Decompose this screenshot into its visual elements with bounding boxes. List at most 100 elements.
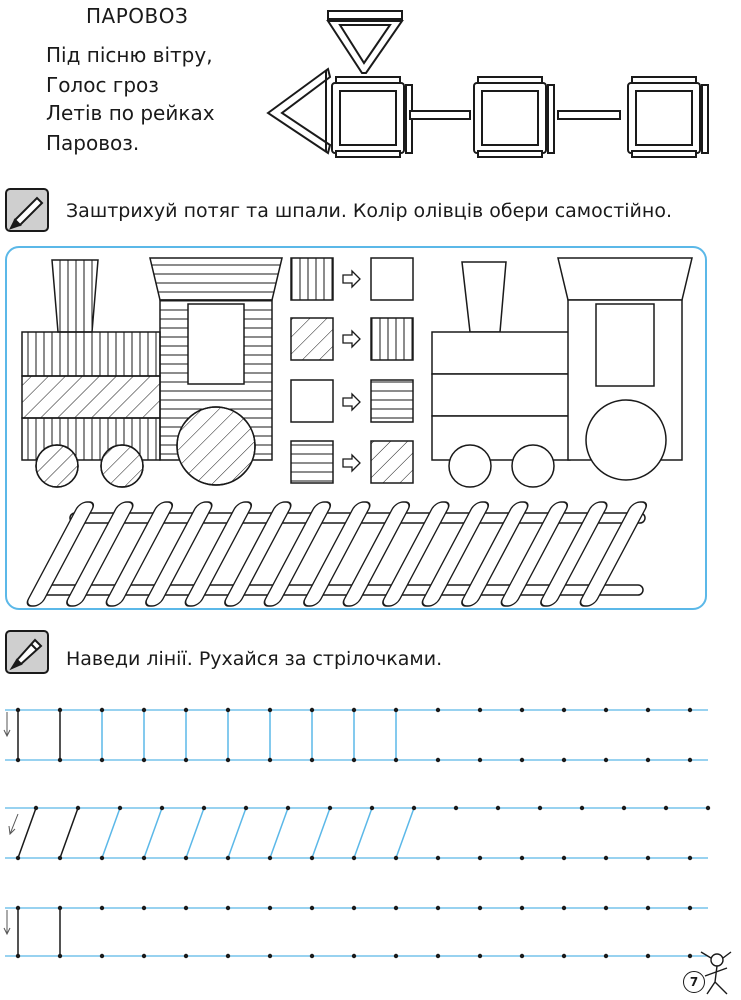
poem-line-2: Голос гроз — [46, 73, 159, 97]
trace-dot — [393, 707, 399, 713]
trace-dot — [309, 757, 315, 763]
trace-dot — [435, 707, 441, 713]
trace-dot — [435, 953, 441, 959]
trace-dot — [33, 805, 39, 811]
trace-dot — [99, 757, 105, 763]
trace-dot — [393, 953, 399, 959]
trace-dot — [225, 707, 231, 713]
trace-dot — [183, 707, 189, 713]
sleeper — [145, 501, 213, 607]
trace-dot — [351, 953, 357, 959]
sleeper — [66, 501, 134, 607]
trace-dot — [663, 805, 669, 811]
trace-dot — [201, 805, 207, 811]
trace-dot — [477, 905, 483, 911]
sleeper — [263, 501, 332, 607]
arrow-down-icon — [3, 910, 11, 936]
trace-dot — [15, 707, 21, 713]
trace-dot — [705, 805, 711, 811]
poem-line-4: Паровоз. — [46, 131, 140, 155]
trace-dot — [435, 905, 441, 911]
trace-dot — [687, 953, 693, 959]
trace-dot — [393, 855, 399, 861]
trace-dot — [561, 707, 567, 713]
trace-dot — [141, 953, 147, 959]
trace-dot — [369, 805, 375, 811]
arrow-down-icon — [3, 712, 11, 738]
trace-dot — [141, 757, 147, 763]
trace-dot — [117, 805, 123, 811]
trace-dot — [393, 757, 399, 763]
trace-dot — [309, 953, 315, 959]
trace-dot — [15, 757, 21, 763]
sleeper — [105, 501, 174, 607]
trace-dot — [267, 855, 273, 861]
trace-dot — [99, 855, 105, 861]
trace-dot — [519, 707, 525, 713]
trace-dot — [687, 757, 693, 763]
trace-dot — [225, 757, 231, 763]
trace-dot — [183, 953, 189, 959]
trace-dot — [57, 757, 63, 763]
trace-dot — [561, 905, 567, 911]
sleeper — [342, 501, 411, 607]
trace-dot — [603, 905, 609, 911]
poem-title: ПАРОВОЗ — [86, 4, 189, 28]
trace-dot — [519, 905, 525, 911]
sleeper — [579, 501, 648, 607]
sleeper — [540, 501, 608, 607]
mascot-icon — [700, 951, 732, 995]
trace-dot — [243, 805, 249, 811]
arrow-diagonal-icon — [8, 813, 19, 836]
poem-line-3: Летів по рейках — [46, 101, 215, 125]
trace-dot — [561, 855, 567, 861]
trace-dot — [57, 855, 63, 861]
trace-dot — [519, 855, 525, 861]
sleeper — [303, 501, 371, 607]
trace-dot — [477, 855, 483, 861]
trace-dot — [537, 805, 543, 811]
trace-dot — [477, 707, 483, 713]
trace-dot — [267, 757, 273, 763]
trace-dot — [57, 905, 63, 911]
trace-dot — [603, 757, 609, 763]
sleeper — [382, 501, 450, 607]
trace-dot — [267, 953, 273, 959]
trace-dot — [309, 905, 315, 911]
trace-dot — [579, 805, 585, 811]
trace-dot — [15, 855, 21, 861]
trace-dot — [309, 707, 315, 713]
pencil-icon — [5, 188, 49, 232]
trace-dot — [99, 707, 105, 713]
trace-dot — [159, 805, 165, 811]
trace-dot — [351, 905, 357, 911]
trace-dot — [351, 855, 357, 861]
shape-train-illustration — [266, 10, 709, 158]
sleeper — [224, 501, 292, 607]
trace-dot — [603, 953, 609, 959]
trace-dot — [75, 805, 81, 811]
trace-dot — [141, 707, 147, 713]
trace-dot — [519, 757, 525, 763]
trace-dot — [183, 855, 189, 861]
trace-dot — [99, 905, 105, 911]
trace-dot — [267, 707, 273, 713]
trace-dot — [15, 905, 21, 911]
trace-dot — [519, 953, 525, 959]
trace-dot — [435, 757, 441, 763]
trace-dot — [141, 855, 147, 861]
page-number: 7 — [683, 971, 705, 993]
task-2-instruction: Наведи лінії. Рухайся за стрілочками. — [66, 648, 443, 670]
trace-dot — [57, 707, 63, 713]
trace-dot — [393, 905, 399, 911]
trace-dot — [267, 905, 273, 911]
sleeper — [500, 501, 569, 607]
trace-dot — [435, 855, 441, 861]
sleeper — [26, 501, 95, 607]
tracing-exercise — [3, 707, 711, 959]
trace-dot — [477, 757, 483, 763]
trace-dot — [225, 905, 231, 911]
trace-dot — [183, 757, 189, 763]
trace-dot — [645, 905, 651, 911]
trace-dot — [15, 953, 21, 959]
